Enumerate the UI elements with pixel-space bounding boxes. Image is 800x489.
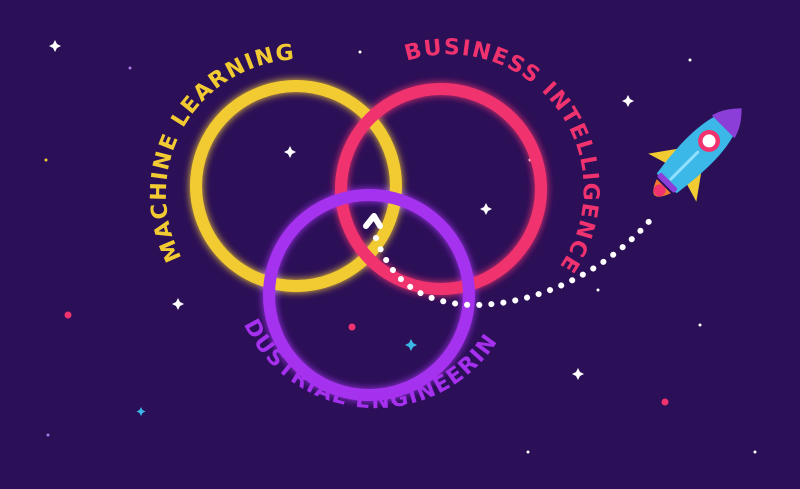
sparkle-star-icon — [172, 298, 184, 310]
rocket-nose — [711, 108, 742, 139]
star-dot — [44, 158, 48, 162]
rocket-stripe — [669, 150, 700, 181]
sparkle-star-icon — [136, 407, 146, 416]
star-dot — [358, 50, 362, 54]
rocket-fin-left — [648, 148, 683, 164]
sparkle-star-icon — [49, 40, 61, 52]
rocket-window — [702, 134, 716, 148]
star-dot — [661, 398, 669, 406]
rocket-trail — [373, 215, 655, 309]
sparkle-star-icon — [284, 146, 296, 158]
star-dot — [698, 323, 702, 327]
star-dot — [688, 58, 692, 62]
sparkle-star-icon — [480, 203, 492, 215]
rocket-trail-start — [363, 213, 383, 229]
industrial-engineering-circle — [263, 189, 475, 401]
star-dot — [64, 311, 72, 319]
star-dot — [128, 66, 132, 70]
machine-learning-circle — [190, 80, 402, 292]
sparkle-star-icon — [622, 95, 634, 107]
sparkle-star-icon — [572, 368, 584, 380]
starfield — [44, 40, 757, 454]
rocket-fin-right — [686, 167, 702, 202]
business-intelligence-circle — [335, 83, 547, 295]
star-dot — [596, 288, 600, 292]
rocket-base — [657, 172, 678, 193]
sparkle-star-icon — [405, 339, 417, 351]
star-dot — [348, 323, 356, 331]
star-dot — [46, 433, 50, 437]
star-dot — [526, 450, 530, 454]
star-dot — [753, 450, 757, 454]
rocket-icon — [648, 108, 742, 202]
rocket-flame-core — [653, 184, 666, 197]
